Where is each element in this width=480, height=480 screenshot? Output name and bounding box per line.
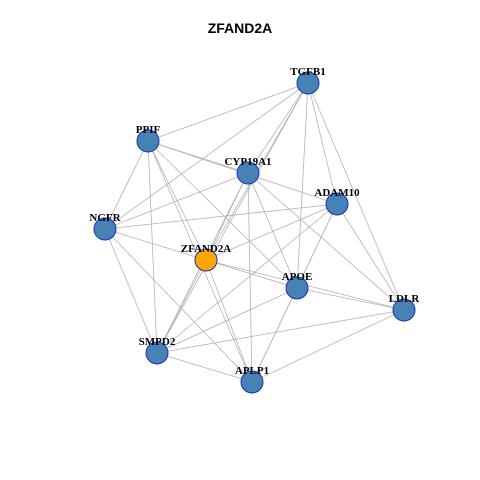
edge-zfand2a-apoe [205,259,298,289]
edge-adam10-smpd2 [156,203,338,354]
node-layer [93,71,416,394]
edge-cyp19a1-apoe [247,172,298,289]
node-cyp19a1 [236,161,260,185]
edge-tgfb1-ldlr [307,82,405,311]
edge-tgfb1-cyp19a1 [247,82,309,174]
edge-tgfb1-adam10 [307,82,338,205]
node-ldlr [392,298,416,322]
node-ngfr [93,217,117,241]
edge-adam10-ldlr [336,203,405,311]
node-zfand2a [194,248,218,272]
node-label-apoe: APOE [282,271,313,283]
edge-cyp19a1-ngfr [104,172,249,230]
node-label-ppif: PPIF [136,124,161,136]
node-label-ldlr: LDLR [389,293,421,305]
edge-cyp19a1-aplp1 [247,172,253,383]
edge-adam10-ngfr [104,203,338,230]
edge-ppif-smpd2 [147,140,158,354]
edge-zfand2a-aplp1 [205,259,253,383]
edge-tgfb1-apoe [296,82,309,289]
edge-ngfr-aplp1 [104,228,253,383]
edge-tgfb1-smpd2 [156,82,309,354]
edge-ldlr-smpd2 [156,309,405,354]
node-tgfb1 [296,71,320,95]
edge-tgfb1-ngfr [104,82,309,230]
edge-smpd2-aplp1 [156,352,253,383]
node-adam10 [325,192,349,216]
edge-ppif-apoe [147,140,298,289]
node-aplp1 [240,370,264,394]
edge-ngfr-smpd2 [104,228,158,354]
graph-title: ZFAND2A [207,20,273,36]
node-label-zfand2a: ZFAND2A [181,243,232,255]
edge-ldlr-aplp1 [251,309,405,383]
edge-apoe-aplp1 [251,287,298,383]
node-ppif [136,129,160,153]
node-smpd2 [145,341,169,365]
edge-ppif-ngfr [104,140,149,230]
edge-apoe-smpd2 [156,287,298,354]
node-label-tgfb1: TGFB1 [290,66,325,78]
node-label-smpd2: SMPD2 [139,336,176,348]
node-label-aplp1: APLP1 [235,365,269,377]
node-label-cyp19a1: CYP19A1 [224,156,271,168]
node-label-adam10: ADAM10 [314,187,360,199]
node-label-ngfr: NGFR [89,212,121,224]
edge-zfand2a-smpd2 [156,259,207,354]
edge-adam10-zfand2a [205,203,338,261]
edge-tgfb1-ppif [147,82,309,142]
edge-cyp19a1-ldlr [247,172,405,311]
node-apoe [285,276,309,300]
edge-ngfr-zfand2a [104,228,207,261]
edge-apoe-ldlr [296,287,405,311]
